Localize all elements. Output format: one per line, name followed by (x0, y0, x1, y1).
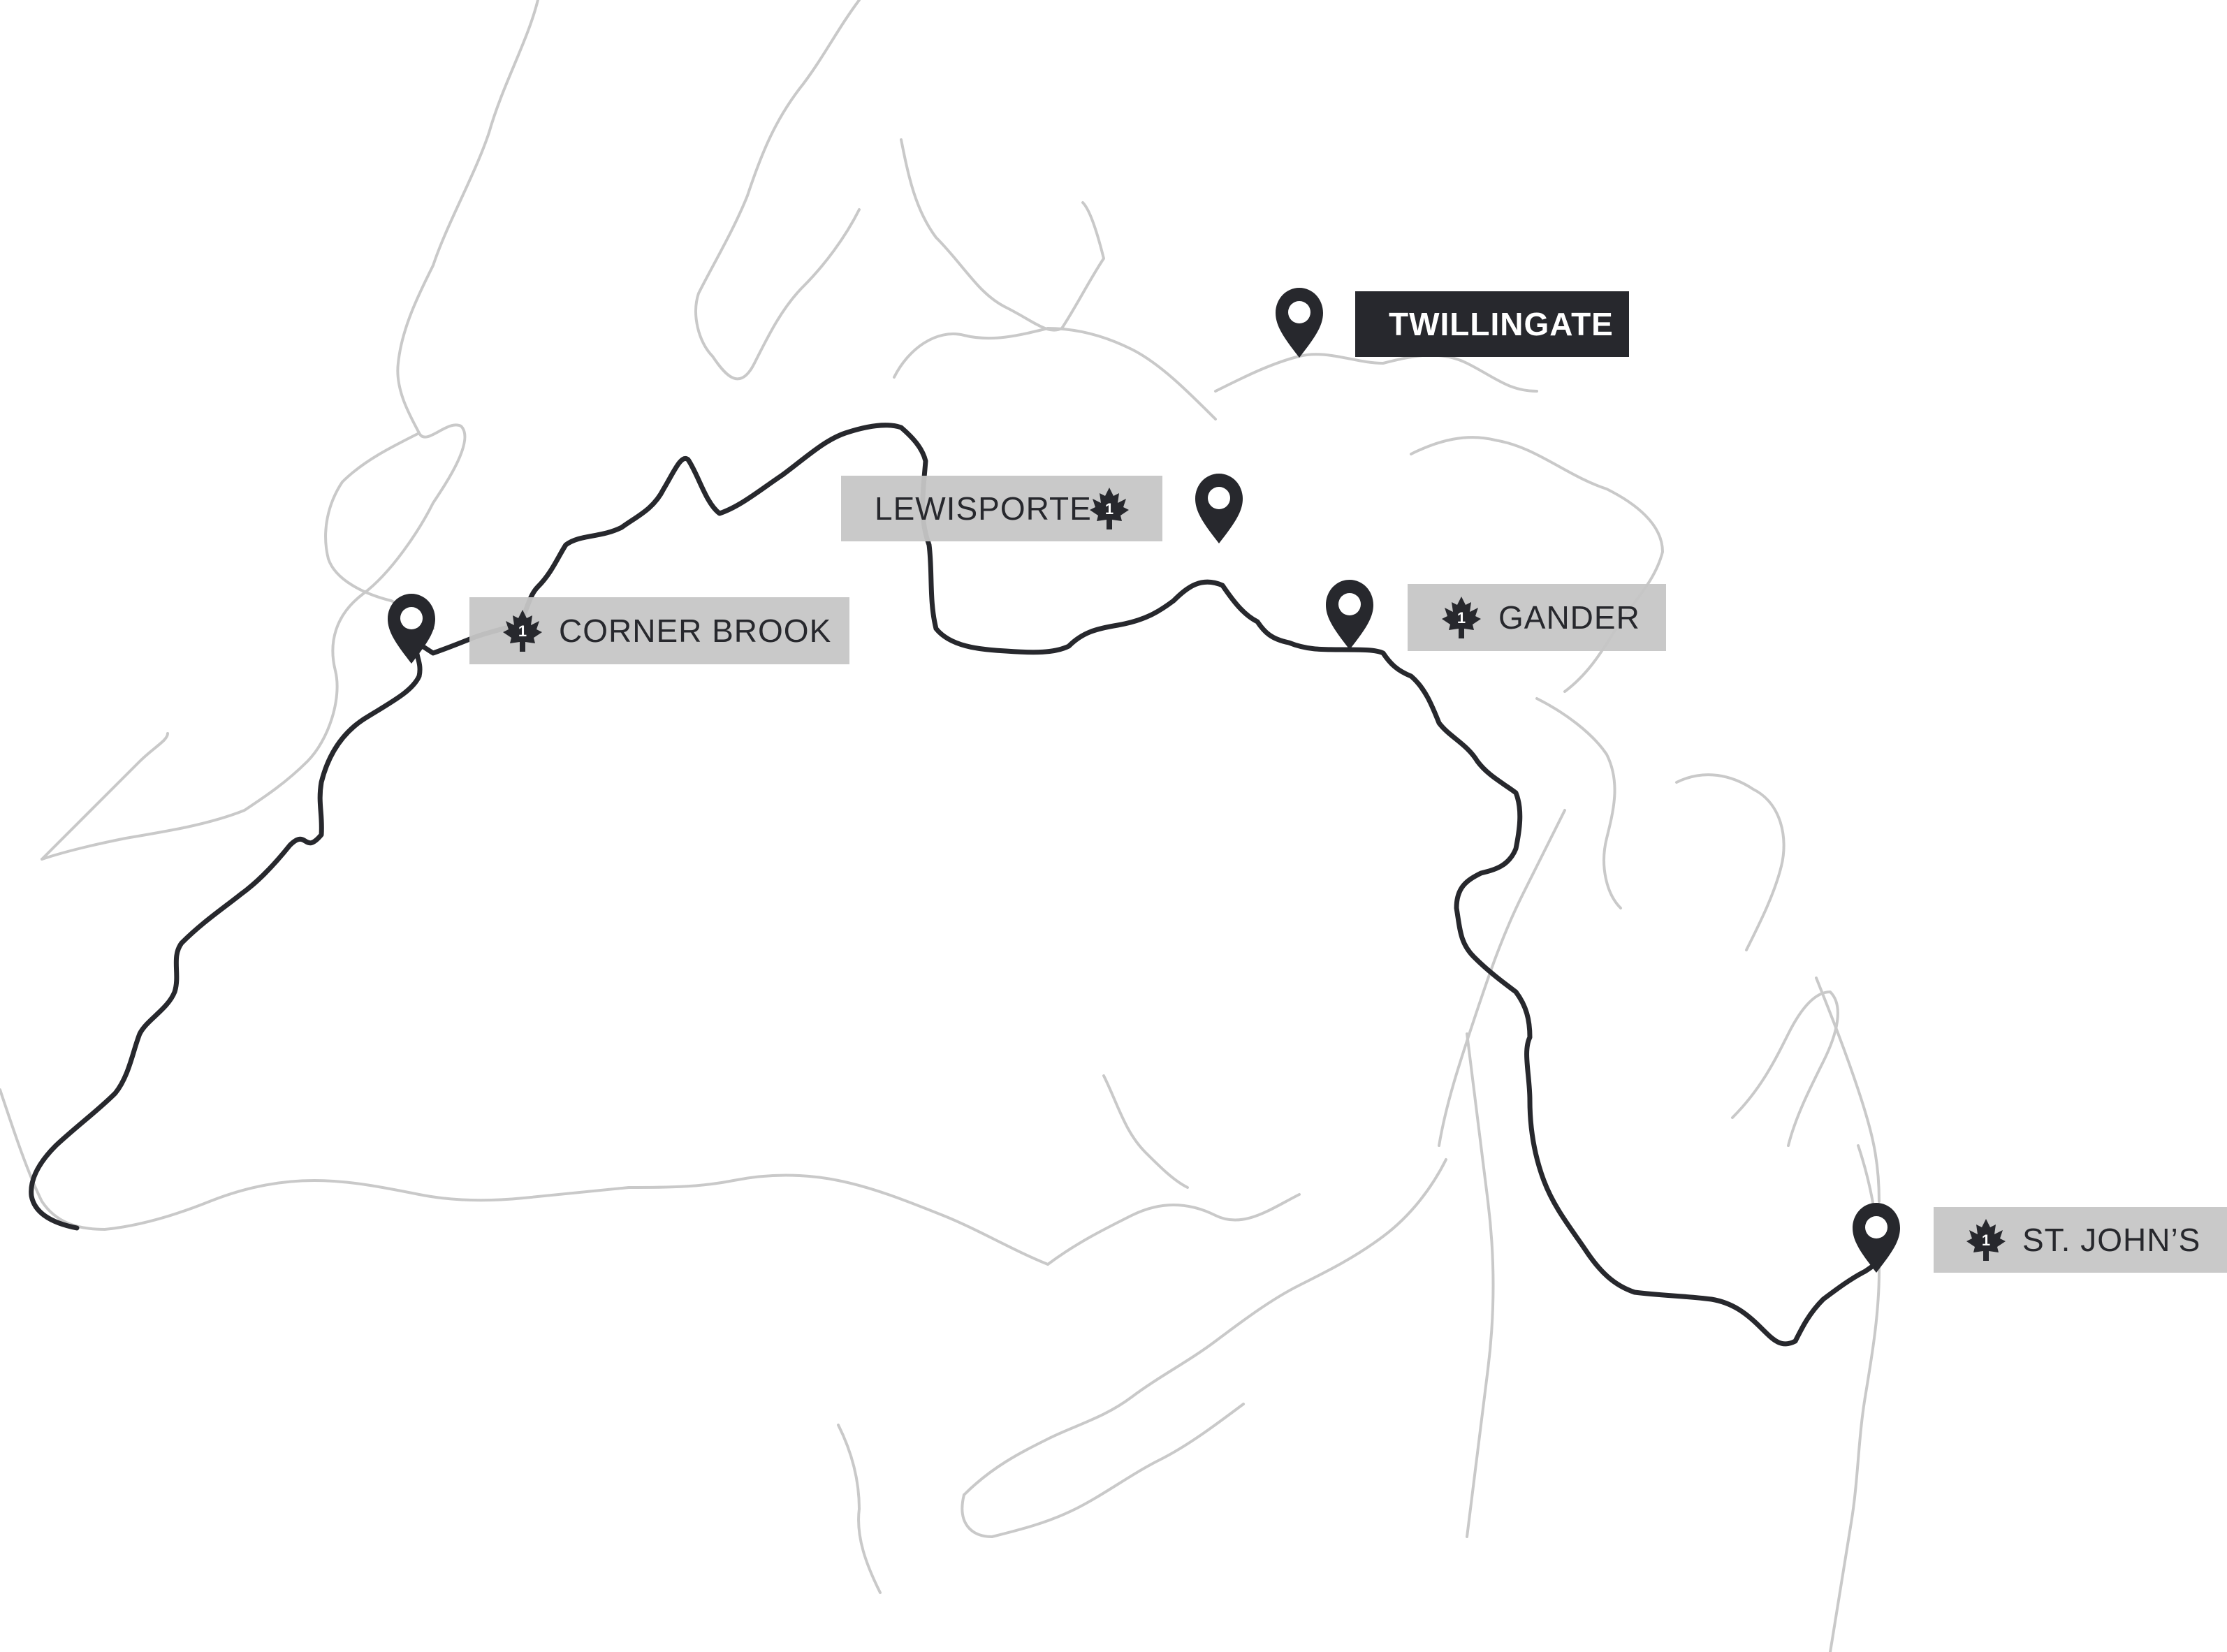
location-gander[interactable]: 1 GANDER (1326, 580, 1666, 651)
map-pin-icon[interactable] (1276, 288, 1323, 358)
location-twillingate[interactable]: TWILLINGATE (1276, 288, 1629, 358)
location-name: LEWISPORTE (875, 490, 1092, 527)
map-pin-icon[interactable] (388, 594, 435, 664)
location-name: GANDER (1498, 599, 1640, 636)
svg-text:1: 1 (518, 622, 527, 640)
location-corner-brook[interactable]: 1 CORNER BROOK (388, 594, 849, 664)
location-st-johns[interactable]: 1 ST. JOHN’S (1853, 1203, 2227, 1273)
location-lewisporte[interactable]: LEWISPORTE 1 (841, 474, 1243, 543)
route-line (29, 423, 1896, 1347)
map-pin-icon[interactable] (1326, 580, 1373, 650)
svg-text:1: 1 (1457, 609, 1466, 627)
map-pin-icon[interactable] (1853, 1203, 1900, 1273)
svg-text:1: 1 (1982, 1231, 1990, 1249)
maple-leaf-icon: 1 (503, 610, 542, 652)
map-pin-icon[interactable] (1195, 474, 1243, 543)
location-name: ST. JOHN’S (2022, 1222, 2200, 1258)
maple-leaf-icon: 1 (1442, 597, 1481, 638)
maple-leaf-icon: 1 (1090, 488, 1129, 529)
location-label-box (1355, 291, 1629, 357)
maple-leaf-icon: 1 (1966, 1219, 2006, 1261)
svg-text:1: 1 (1105, 500, 1114, 518)
location-name: TWILLINGATE (1389, 306, 1614, 342)
location-name: CORNER BROOK (559, 613, 831, 649)
coastline (0, 0, 1881, 1652)
